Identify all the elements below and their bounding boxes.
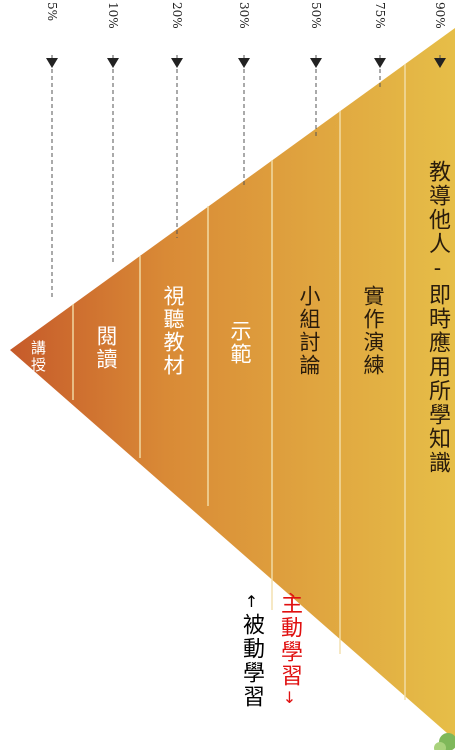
arrowhead-75 <box>374 58 386 68</box>
level-label-audiovisual: 視聽教材 <box>161 285 185 377</box>
foliage-decoration <box>434 733 455 750</box>
rate-label-20: 20% <box>170 2 184 29</box>
rate-label-50: 50% <box>309 2 323 29</box>
pyramid-triangle <box>10 28 455 740</box>
active-learning-label: 主動學習↓ <box>277 592 302 709</box>
active-learning-text: 主動學習 <box>277 592 302 688</box>
down-arrow-icon: ↓ <box>280 688 299 709</box>
leader-lines <box>51 55 441 300</box>
level-label-practice: 實作演練 <box>361 285 385 377</box>
rate-label-90: 90% <box>433 2 447 29</box>
level-label-discussion: 小組討論 <box>297 285 321 377</box>
level-label-reading: 閱讀 <box>94 325 118 371</box>
arrowhead-30 <box>238 58 250 68</box>
rate-label-30: 30% <box>237 2 251 29</box>
level-label-teach-others: 教導他人-即時應用所學知識 <box>425 160 450 475</box>
arrowhead-5 <box>46 58 58 68</box>
arrowhead-90 <box>434 58 446 68</box>
rate-label-75: 75% <box>373 2 387 29</box>
rate-label-10: 10% <box>106 2 120 29</box>
rate-label-5: 5% <box>45 2 59 22</box>
arrowhead-20 <box>171 58 183 68</box>
level-label-demonstration: 示範 <box>228 320 252 366</box>
arrowhead-10 <box>107 58 119 68</box>
arrowhead-50 <box>310 58 322 68</box>
passive-learning-text: 被動學習 <box>239 613 264 709</box>
level-separators <box>72 64 406 700</box>
leader-arrowheads <box>46 58 446 68</box>
level-label-lecture: 講授 <box>29 340 47 374</box>
passive-learning-label: ↑被動學習 <box>239 592 264 709</box>
up-arrow-icon: ↑ <box>242 592 261 613</box>
